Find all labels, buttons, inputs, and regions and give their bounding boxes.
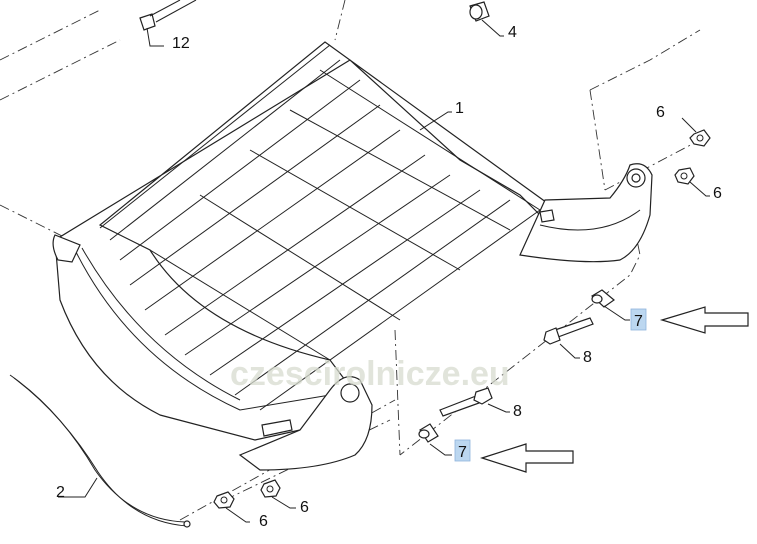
callout-label-highlighted: 7	[458, 444, 467, 461]
fitting-12	[139, 0, 197, 31]
callout-label: 6	[656, 104, 665, 121]
callout-label: 2	[56, 484, 65, 501]
callout-label: 6	[300, 499, 309, 516]
wire-part	[9, 374, 191, 528]
leader-lines	[58, 19, 710, 523]
callout-label: 6	[259, 513, 268, 530]
callout-label-highlighted: 7	[634, 313, 643, 330]
concave-grate	[52, 41, 653, 471]
callout-label: 8	[583, 349, 592, 366]
callout-labels: 12 4 1 2 6 6 7 8 8 7 6 6	[56, 24, 722, 530]
pointer-arrows	[480, 306, 749, 473]
nut-6-right	[674, 167, 695, 185]
hardware	[139, 0, 711, 509]
arrow-left-icon	[480, 443, 574, 473]
bushing-4	[469, 1, 490, 22]
callout-label: 6	[713, 185, 722, 202]
nut-6-top	[689, 129, 711, 147]
watermark: czescirolnicze.eu	[230, 355, 510, 393]
callout-label: 8	[513, 403, 522, 420]
bushing-7-bottom	[418, 423, 439, 443]
bolt-8-bottom	[439, 387, 493, 417]
bushing-7-top	[591, 289, 615, 308]
arrow-left-icon	[659, 306, 749, 334]
bolt-8-top	[543, 317, 594, 345]
nut-6-bottom-left	[213, 491, 235, 509]
callout-label: 1	[455, 100, 464, 117]
nut-6-bottom-right	[260, 479, 281, 498]
callout-label: 12	[172, 35, 190, 52]
callout-label: 4	[508, 24, 517, 41]
